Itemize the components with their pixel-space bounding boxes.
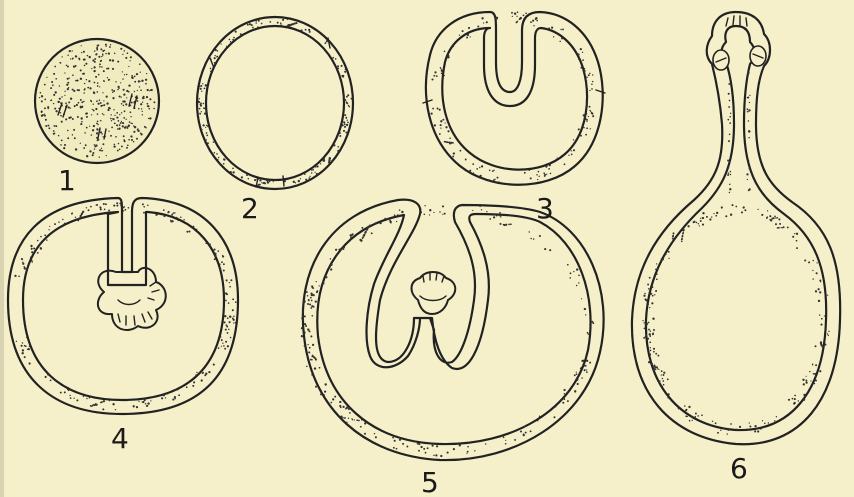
- stage-label-4: 4: [111, 422, 129, 455]
- stage-2-hollow-sphere: [197, 17, 353, 189]
- stage-5-deep-invagination: [301, 200, 604, 460]
- page-edge: [0, 0, 4, 497]
- stage-label-1: 1: [58, 164, 76, 197]
- stage-3-early-invagination: [423, 11, 605, 184]
- stage-label-2: 2: [241, 192, 259, 225]
- stage-label-5: 5: [421, 466, 439, 497]
- stage-6-speckles: [642, 72, 829, 435]
- stage-1-egg: [35, 39, 159, 163]
- stage-4-tube-with-pharynx: [8, 198, 238, 414]
- stage-label-3: 3: [536, 192, 554, 225]
- stage-label-6: 6: [730, 452, 748, 485]
- stage-6-stalked-sac: [632, 12, 840, 444]
